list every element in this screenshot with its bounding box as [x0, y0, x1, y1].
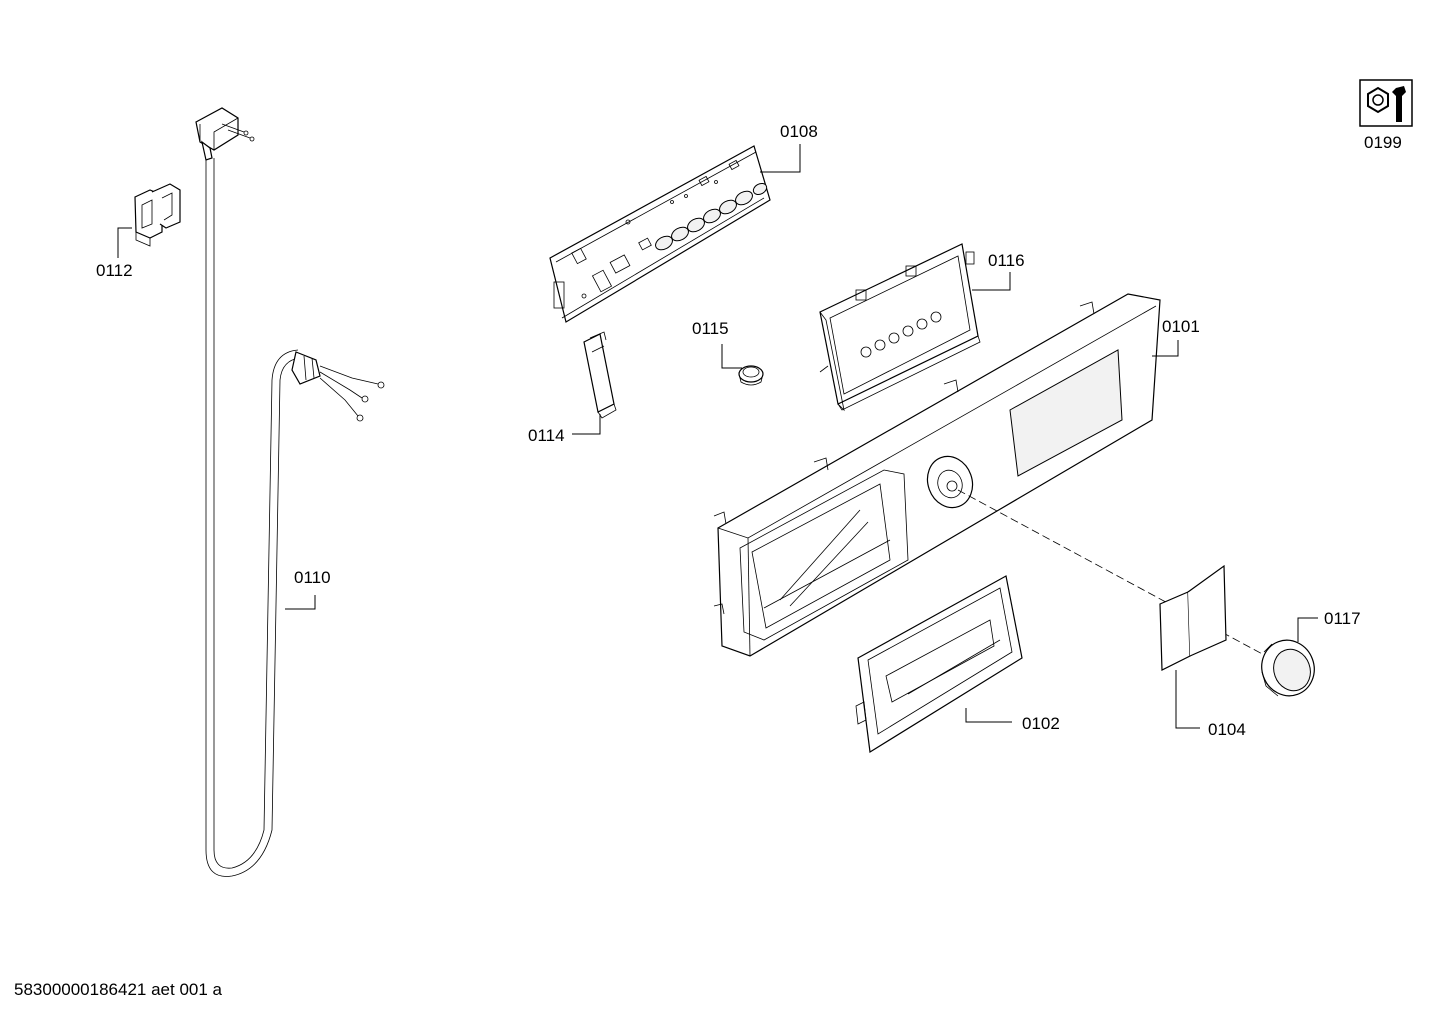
- leader-0117: [1297, 617, 1318, 642]
- wrench-nut-icon: [1359, 79, 1413, 127]
- leader-0112: [117, 227, 132, 258]
- part-0116-button-frame: [819, 243, 981, 412]
- part-label-0116: 0116: [988, 251, 1025, 270]
- part-label-0101: 0101: [1162, 317, 1200, 336]
- leader-0101: [1152, 340, 1179, 357]
- part-0112-clip: [134, 183, 181, 247]
- part-label-0104: 0104: [1208, 720, 1246, 739]
- part-label-0108: 0108: [780, 122, 818, 141]
- part-0101-control-panel: [713, 293, 1161, 657]
- part-0110-mains-cable: [195, 107, 385, 877]
- encoder-row: [655, 182, 768, 251]
- leader-0116: [972, 272, 1011, 291]
- part-label-0199: 0199: [1364, 133, 1402, 152]
- part-0108-electronic-module: [549, 145, 771, 323]
- part-label-0117: 0117: [1324, 609, 1361, 628]
- part-label-0112: 0112: [96, 261, 133, 280]
- leader-0110: [285, 595, 316, 610]
- part-label-0102: 0102: [1022, 714, 1060, 733]
- leader-0104: [1175, 670, 1200, 729]
- part-0114-light-guide: [583, 331, 617, 419]
- part-label-0110: 0110: [294, 568, 331, 587]
- part-0117-knob: [1261, 639, 1315, 697]
- leader-0114: [572, 414, 601, 435]
- part-label-0115: 0115: [692, 319, 729, 338]
- leader-0102: [965, 708, 1012, 723]
- part-0104-foil: [1159, 564, 1227, 671]
- leader-0115: [721, 344, 742, 369]
- part-0115-button: [738, 365, 764, 386]
- leader-0108: [760, 144, 801, 173]
- part-0102-drawer-handle: [855, 575, 1023, 754]
- part-label-0114: 0114: [528, 426, 565, 445]
- drawing-reference: 58300000186421 aet 001 a: [14, 980, 222, 999]
